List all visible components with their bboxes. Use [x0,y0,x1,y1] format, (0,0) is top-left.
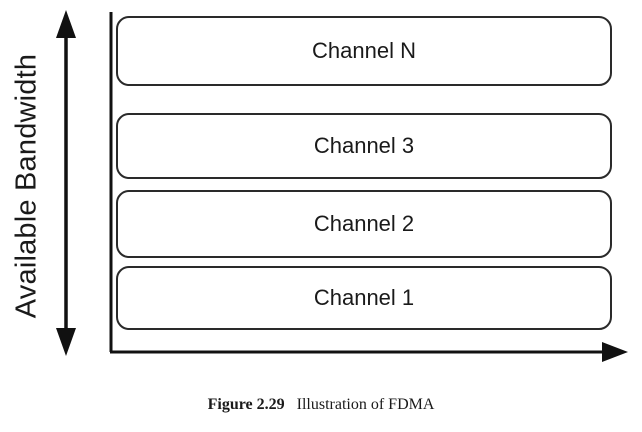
channel-label: Channel N [312,38,416,63]
x-axis-arrow [110,342,628,362]
figure-caption: Figure 2.29 Illustration of FDMA [0,396,642,414]
channel-3-band: Channel 3 [116,113,612,179]
channel-label: Channel 2 [313,211,415,236]
channel-1-band: Channel 1 [116,266,612,330]
caption-text: Illustration of FDMA [296,396,435,413]
channel-2-band: Channel 2 [116,190,612,258]
channel-label: Channel 1 [313,285,415,310]
channel-label: Channel 3 [313,133,415,158]
y-axis-label: Available Bandwidth [10,53,43,319]
bandwidth-double-arrow [56,10,76,356]
channel-n-band: Channel N [116,16,612,86]
caption-figure-number: Figure 2.29 [207,396,285,413]
